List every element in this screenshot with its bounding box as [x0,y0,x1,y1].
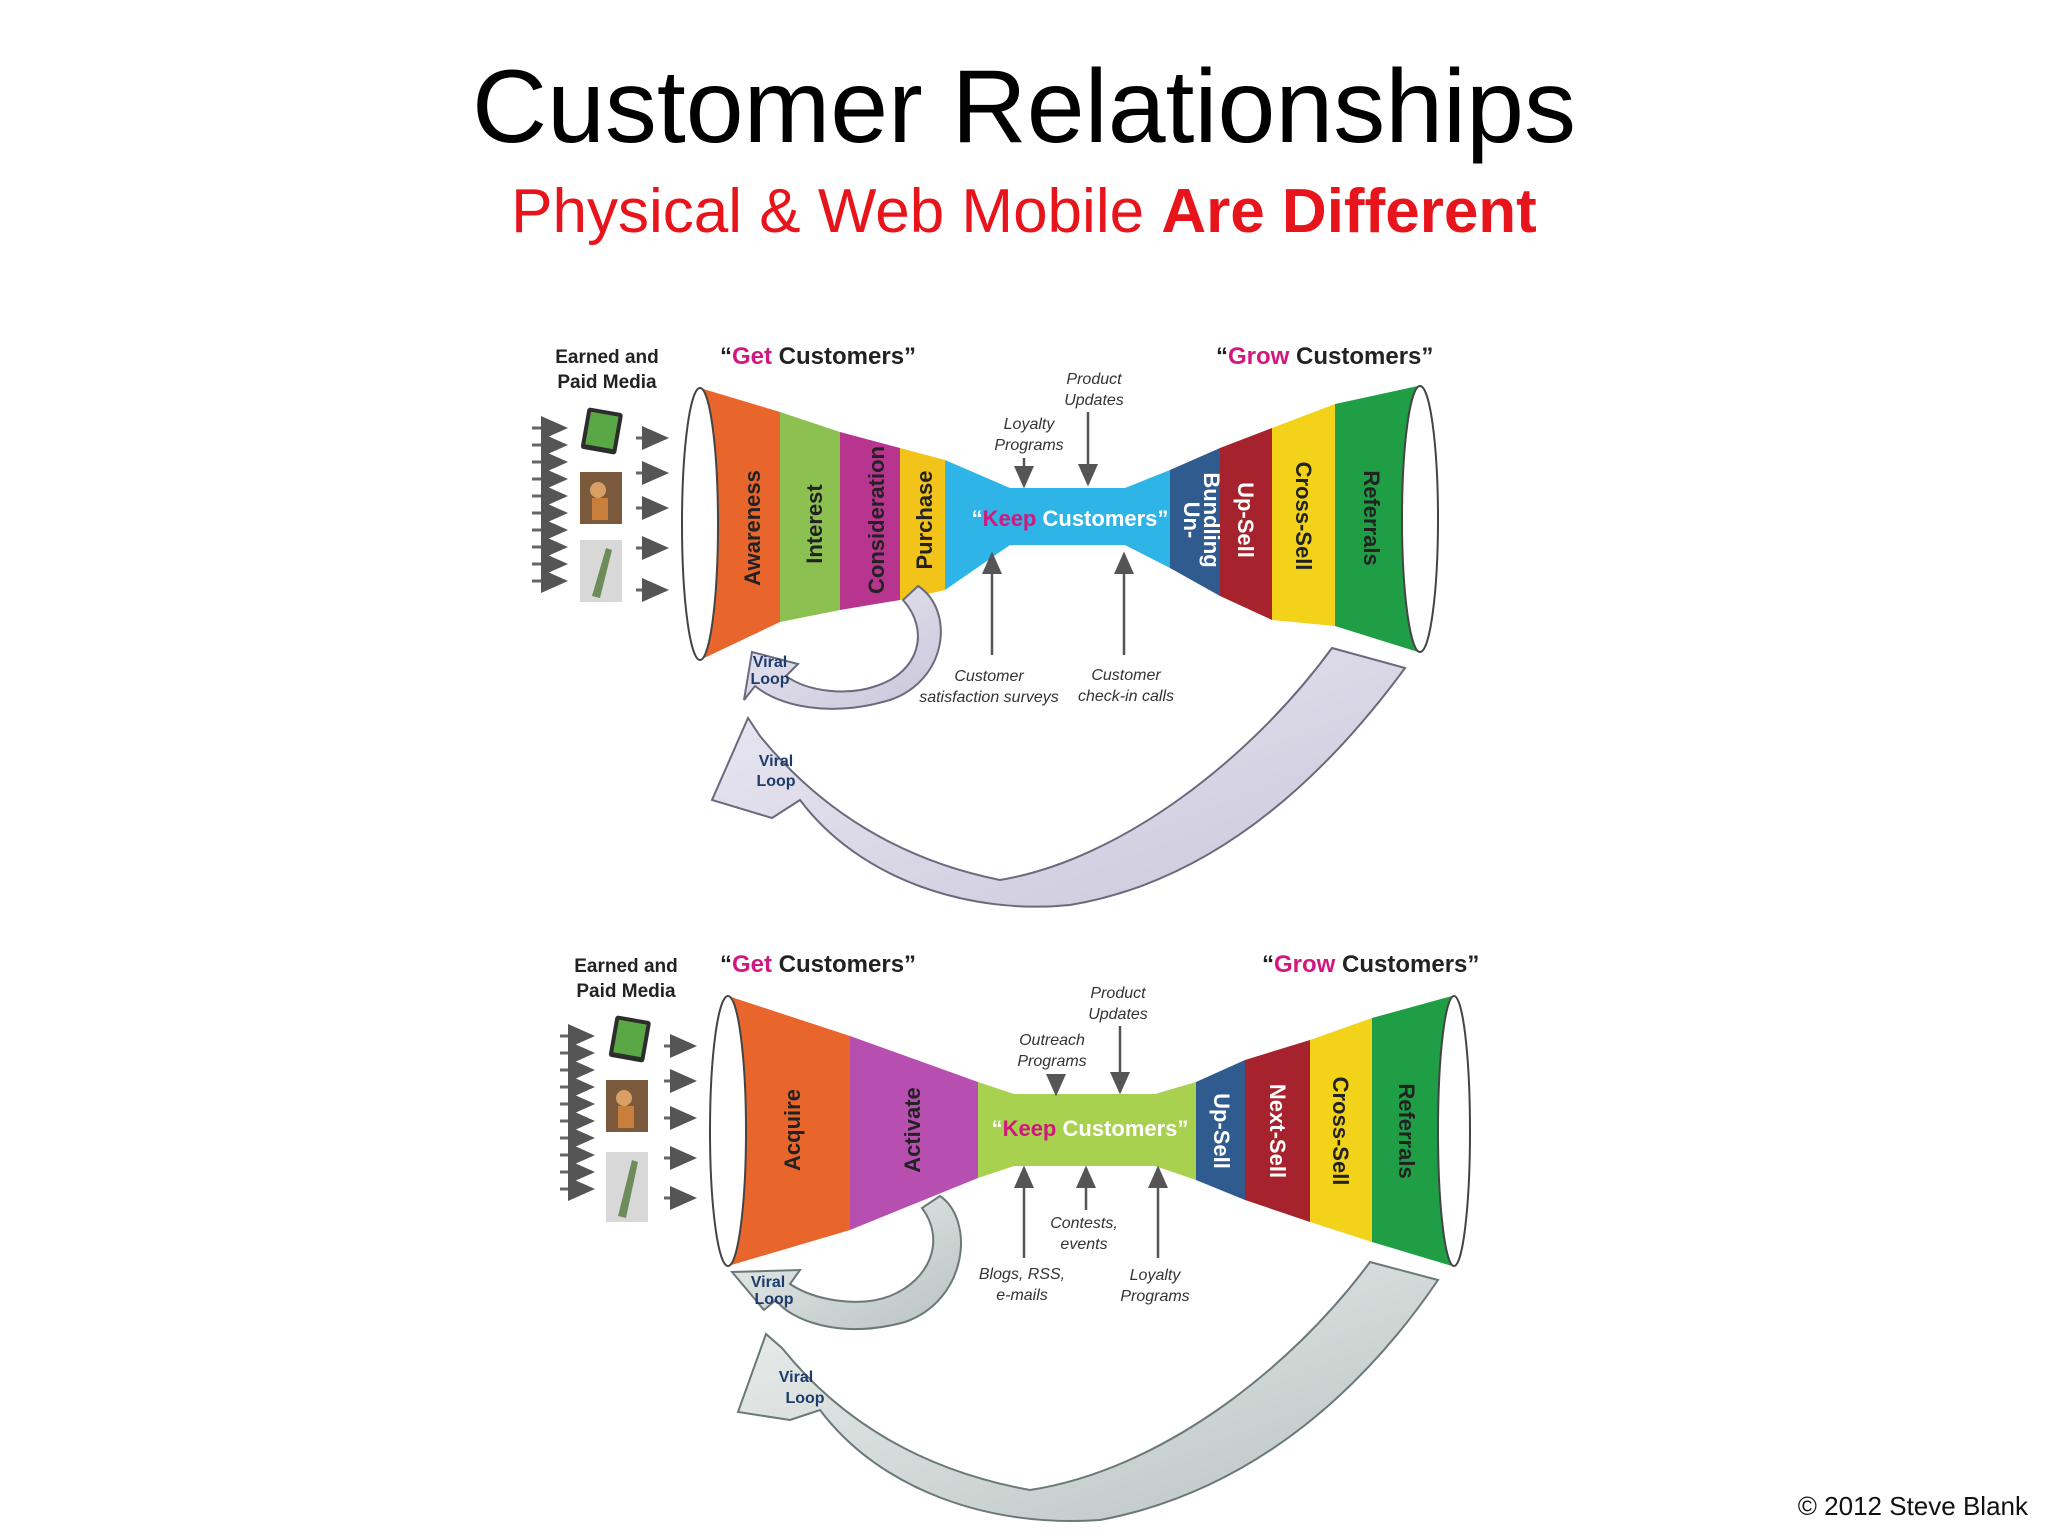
viral-loop-small-line2: Loop [750,671,789,688]
stage-nextsell: Next-Sell [1265,1084,1290,1178]
annotation-outreach-line1: Outreach [1019,1032,1085,1049]
annotation-blogs-line2: e-mails [996,1287,1048,1304]
stage-referrals-2: Referrals [1394,1083,1419,1178]
viral-loop-large-line2: Loop [756,773,795,790]
viral-loop-large-2-line2: Loop [785,1390,824,1407]
stage-crosssell-2: Cross-Sell [1328,1077,1353,1186]
annotation-loyalty-2-line2: Programs [1120,1288,1189,1305]
annotation-product-line2: Updates [1064,392,1124,409]
annotation-checkin-line2: check-in calls [1078,688,1174,705]
upsell-segment [1220,428,1272,620]
tablet-media-icon-2 [608,1015,651,1063]
crosssell-segment-2 [1310,1018,1372,1242]
annotation-product-2-line1: Product [1090,985,1146,1002]
viral-loop-large [710,646,1407,908]
viral-loop-small-2 [729,1194,962,1330]
viral-loop-small-2-line1: Viral [751,1274,785,1291]
get-customers-header: “Get Customers” [720,343,916,370]
annotation-product-2-line2: Updates [1088,1006,1148,1023]
funnel-right-rim-2 [1437,995,1471,1267]
bottle-media-icon-2 [606,1152,648,1222]
awareness-segment [700,388,780,660]
stage-crosssell: Cross-Sell [1291,462,1316,571]
funnel-diagram-web-mobile: “Get Customers” “Grow Customers” Earned … [560,951,1479,1523]
page-subtitle: Physical & Web Mobile Are Different [0,177,2048,246]
keep-customers-label-2: “Keep Customers” [992,1116,1189,1141]
stage-awareness: Awareness [740,470,765,586]
stage-unbundling-line2: Bundling [1199,472,1224,567]
photo-media-icon [580,472,622,524]
subtitle-normal: Physical & Web Mobile [511,177,1145,246]
incoming-media-arrows-2 [560,1024,697,1210]
media-label-line2: Paid Media [557,372,657,393]
keep-customers-label: “Keep Customers” [972,506,1169,531]
purchase-segment [900,448,945,600]
annotation-loyalty-2-line1: Loyalty [1130,1267,1182,1284]
annotation-contests-line2: events [1060,1236,1107,1253]
bottle-media-icon [580,540,622,602]
interest-segment [780,412,840,622]
media-label-2-line2: Paid Media [576,981,676,1002]
viral-loop-large-2 [736,1260,1440,1523]
annotation-arrows-2 [1014,1026,1168,1258]
upsell-segment-2 [1196,1060,1245,1200]
page-title: Customer Relationships [471,49,1577,165]
grow-customers-header: “Grow Customers” [1216,343,1433,370]
viral-loop-large-2-line1: Viral [779,1369,813,1386]
viral-loop-small-line1: Viral [753,654,787,671]
stage-activate: Activate [900,1087,925,1173]
annotation-product-line1: Product [1066,371,1122,388]
funnel-diagram-physical: “Get Customers” “Grow Customers” Earned … [532,343,1439,908]
annotation-checkin-line1: Customer [1091,667,1161,684]
stage-purchase: Purchase [912,470,937,569]
activate-segment [850,1036,978,1230]
stage-upsell: Up-Sell [1233,482,1258,558]
funnel-left-rim-2 [709,995,747,1267]
funnel-right-rim [1401,385,1439,653]
unbundling-segment [1170,448,1220,596]
stage-acquire: Acquire [780,1089,805,1171]
annotation-loyalty-line2: Programs [994,437,1063,454]
funnel-left-rim [681,387,719,661]
acquire-segment [728,996,850,1266]
photo-media-icon-2 [606,1080,648,1132]
stage-upsell-2: Up-Sell [1209,1093,1234,1169]
annotation-surveys-line1: Customer [954,668,1024,685]
viral-loop-small [743,584,942,710]
stage-unbundling-line1: Un- [1179,502,1204,539]
annotation-outreach-line2: Programs [1017,1053,1086,1070]
media-label-2-line1: Earned and [574,956,677,977]
annotation-loyalty-line1: Loyalty [1004,416,1056,433]
media-label-line1: Earned and [555,347,658,368]
copyright-notice: © 2012 Steve Blank [1797,1491,2028,1521]
keep-customers-segment-2 [978,1082,1196,1180]
tablet-media-icon [580,407,623,455]
stage-consideration: Consideration [864,446,889,594]
consideration-segment [840,432,900,610]
viral-loop-large-line1: Viral [759,753,793,770]
annotation-surveys-line2: satisfaction surveys [919,689,1059,706]
stage-referrals: Referrals [1359,470,1384,565]
referrals-segment-2 [1372,996,1452,1266]
nextsell-segment [1245,1040,1310,1222]
grow-customers-header-2: “Grow Customers” [1262,951,1479,978]
get-customers-header-2: “Get Customers” [720,951,916,978]
annotation-arrows [982,412,1134,655]
incoming-media-arrows [532,416,669,602]
crosssell-segment [1272,404,1335,626]
viral-loop-small-2-line2: Loop [754,1291,793,1308]
annotation-blogs-line1: Blogs, RSS, [979,1266,1065,1283]
keep-customers-segment [945,460,1170,590]
annotation-contests-line1: Contests, [1050,1215,1118,1232]
subtitle-bold: Are Different [1161,177,1537,246]
referrals-segment [1335,386,1418,652]
stage-interest: Interest [802,484,827,564]
